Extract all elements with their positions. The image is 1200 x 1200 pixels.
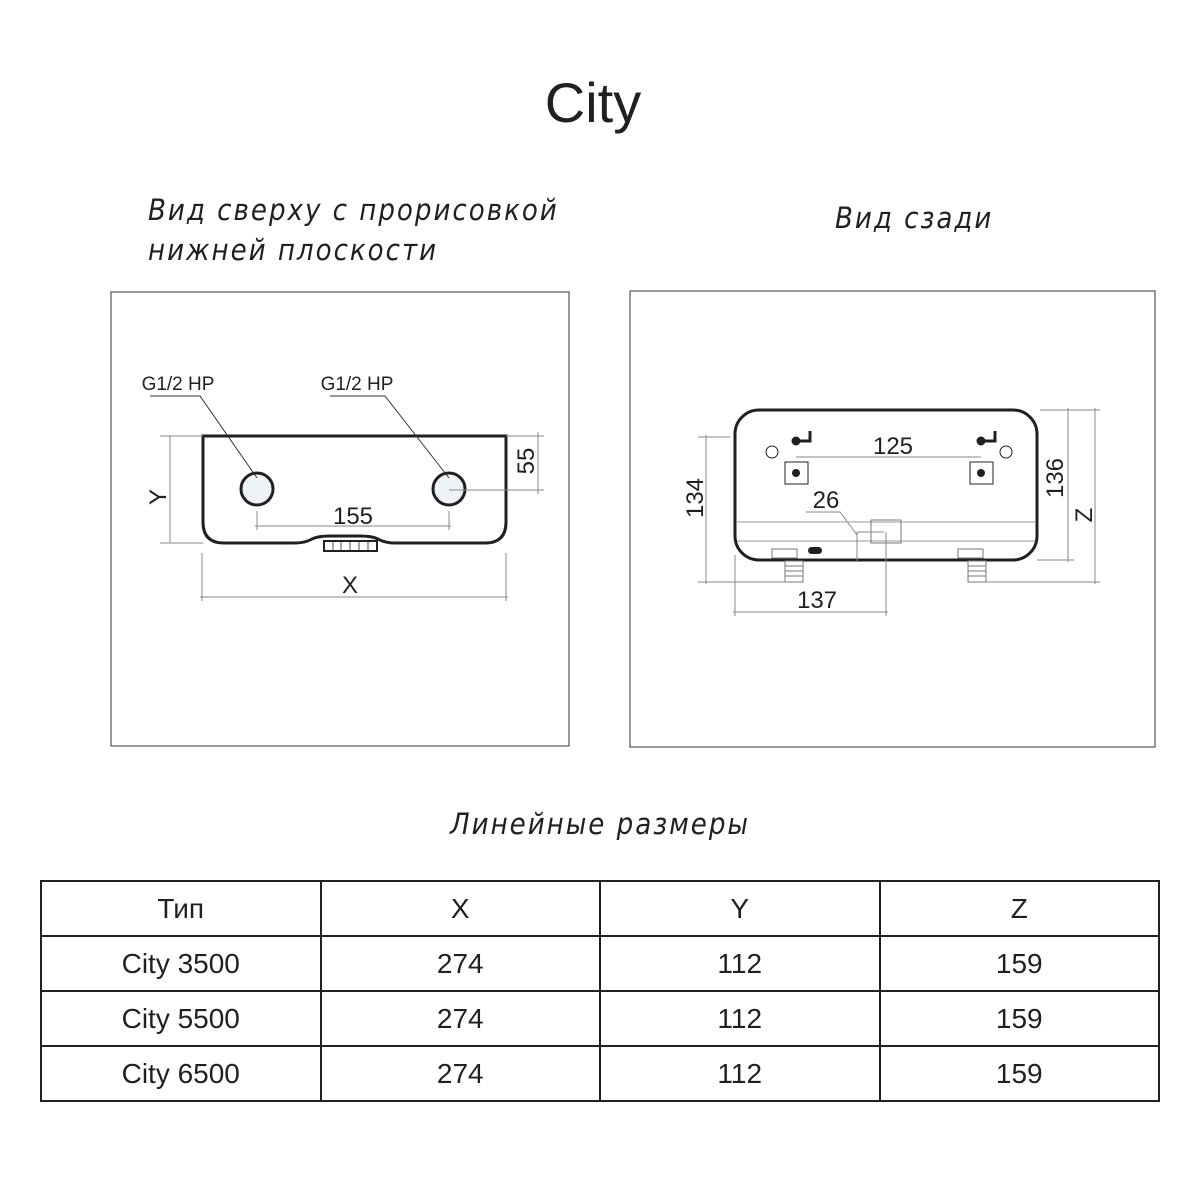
cell-x: 274 <box>319 935 601 992</box>
hooks <box>791 431 997 446</box>
inlet-right <box>431 471 467 507</box>
connector-block <box>323 540 378 552</box>
dim-125: 125 <box>873 433 913 460</box>
cell-y: 112 <box>599 990 881 1047</box>
top-view-frame <box>110 291 570 747</box>
dim-134: 134 <box>682 478 709 518</box>
header-type: Тип <box>40 880 322 937</box>
table-row: City 6500 274 112 159 <box>40 1045 1160 1102</box>
cell-type: City 6500 <box>40 1045 322 1102</box>
hole-right <box>999 445 1013 459</box>
dim-137: 137 <box>797 587 837 614</box>
cell-type: City 5500 <box>40 990 322 1047</box>
top-view-drawing <box>110 291 570 747</box>
table-header-row: Тип X Y Z <box>40 880 1160 937</box>
cell-x: 274 <box>319 990 601 1047</box>
pipes <box>784 560 987 583</box>
cell-y: 112 <box>599 1045 881 1102</box>
dimensions-table: Тип X Y Z City 3500 274 112 159 City 550… <box>40 880 1160 1102</box>
dim-55: 55 <box>513 448 540 475</box>
heater-body-top <box>201 434 508 545</box>
cell-y: 112 <box>599 935 881 992</box>
dim-155: 155 <box>333 503 373 530</box>
cell-x: 274 <box>319 1045 601 1102</box>
inlet-left <box>239 471 275 507</box>
cell-z: 159 <box>878 1045 1160 1102</box>
dim-26: 26 <box>813 487 840 514</box>
dim-x: X <box>342 572 358 599</box>
rear-view-caption: Вид сзади <box>835 201 994 235</box>
dim-y: Y <box>145 489 172 505</box>
header-x: X <box>319 880 601 937</box>
rear-view-drawing <box>629 290 1156 748</box>
table-row: City 3500 274 112 159 <box>40 935 1160 992</box>
dim-136: 136 <box>1042 458 1069 498</box>
top-view-caption: Вид сверху с прорисовкой нижней плоскост… <box>148 190 559 270</box>
top-view-caption-line2: нижней плоскости <box>148 233 439 267</box>
mount-left <box>784 461 809 485</box>
cell-z: 159 <box>878 990 1160 1047</box>
header-z: Z <box>878 880 1160 937</box>
hole-left <box>765 445 779 459</box>
rear-view-frame <box>629 290 1156 748</box>
mount-right <box>969 461 994 485</box>
inlet-label-left: G1/2 HP <box>142 374 215 395</box>
table-caption: Линейные размеры <box>450 807 750 841</box>
table-row: City 5500 274 112 159 <box>40 990 1160 1047</box>
drawings: G1/2 HP G1/2 HP 155 X Y 55 <box>110 290 1156 748</box>
dim-z: Z <box>1071 508 1098 523</box>
inlet-label-right: G1/2 HP <box>321 374 394 395</box>
top-view-caption-line1: Вид сверху с прорисовкой <box>148 193 559 227</box>
cell-type: City 3500 <box>40 935 322 992</box>
cell-z: 159 <box>878 935 1160 992</box>
page-title: City <box>544 71 642 134</box>
header-y: Y <box>599 880 881 937</box>
